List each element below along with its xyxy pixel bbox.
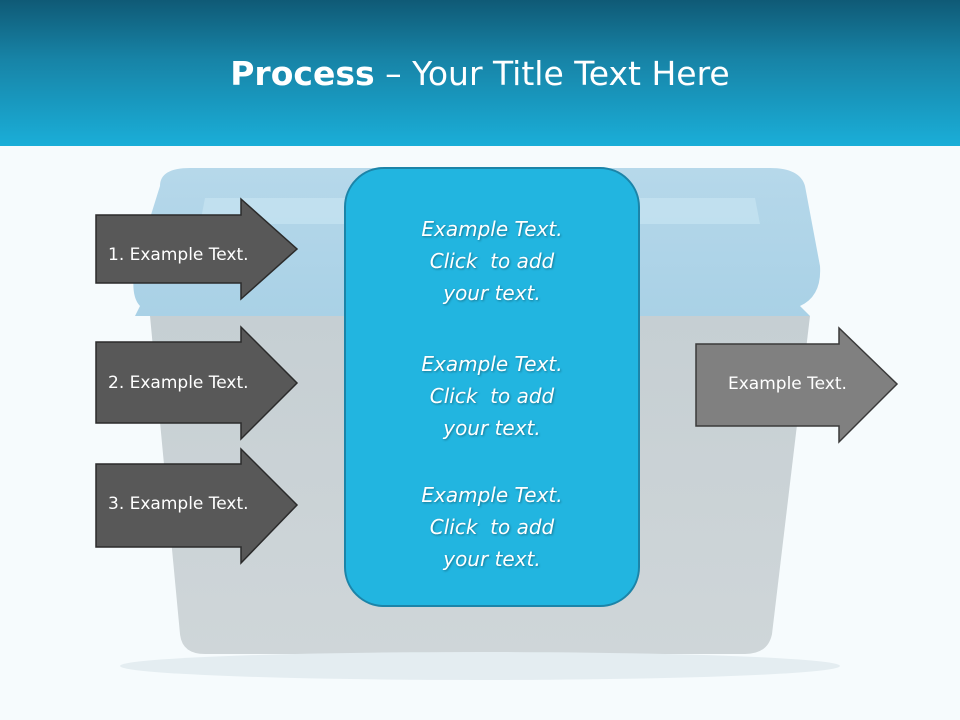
arrow-shape-icon: [95, 197, 299, 301]
output-arrow-label: Example Text.: [728, 374, 847, 394]
panel-line: Example Text.: [421, 352, 563, 376]
input-arrow-3[interactable]: 3. Example Text.: [95, 447, 299, 565]
title-bold-part: Process: [230, 54, 375, 93]
panel-line: your text.: [443, 416, 541, 440]
panel-line: your text.: [443, 281, 541, 305]
center-text-panel[interactable]: Example Text. Click to add your text. Ex…: [344, 167, 640, 607]
arrow-shape-icon: [95, 447, 299, 565]
input-arrow-1[interactable]: 1. Example Text.: [95, 197, 299, 301]
input-arrow-label: 2. Example Text.: [108, 373, 249, 393]
input-arrow-label: 1. Example Text.: [108, 245, 249, 265]
panel-line: Click to add: [429, 515, 555, 539]
title-rest-part: – Your Title Text Here: [374, 54, 730, 93]
panel-text-block-1[interactable]: Example Text. Click to add your text.: [346, 213, 638, 309]
panel-line: your text.: [443, 547, 541, 571]
title-bar: Process – Your Title Text Here: [0, 0, 960, 146]
arrow-shape-icon: [95, 325, 299, 441]
panel-line: Click to add: [429, 384, 555, 408]
arrow-shape-icon: [695, 326, 899, 444]
panel-line: Click to add: [429, 249, 555, 273]
panel-line: Example Text.: [421, 217, 563, 241]
input-arrow-label: 3. Example Text.: [108, 494, 249, 514]
panel-text-block-3[interactable]: Example Text. Click to add your text.: [346, 479, 638, 575]
panel-line: Example Text.: [421, 483, 563, 507]
slide-title: Process – Your Title Text Here: [0, 52, 960, 96]
input-arrow-2[interactable]: 2. Example Text.: [95, 325, 299, 441]
output-arrow[interactable]: Example Text.: [695, 326, 899, 444]
panel-text-block-2[interactable]: Example Text. Click to add your text.: [346, 348, 638, 444]
